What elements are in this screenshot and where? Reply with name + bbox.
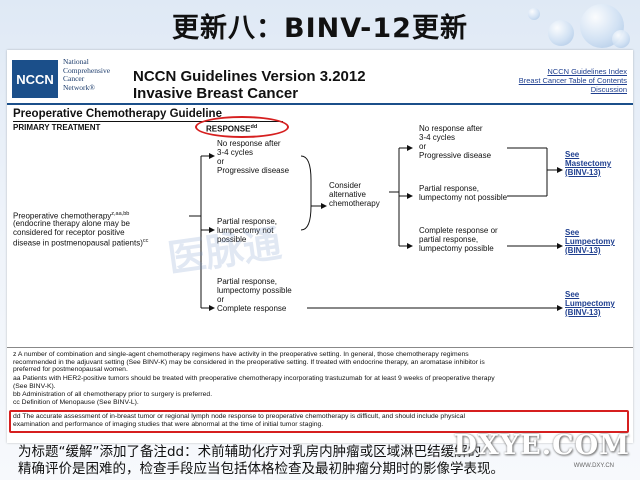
link-table-of-contents[interactable]: Breast Cancer Table of Contents xyxy=(518,76,627,85)
out3-line: lumpectomy possible xyxy=(419,244,494,253)
see-lumpectomy-link-2[interactable]: Lumpectomy xyxy=(565,299,615,308)
see-mastectomy-link[interactable]: See xyxy=(565,150,580,159)
resp1-line: No response after xyxy=(217,139,281,148)
col-primary-treatment: PRIMARY TREATMENT xyxy=(13,123,101,132)
flow-connectors xyxy=(189,145,563,311)
primary-treatment-line3: considered for receptor positive xyxy=(13,228,125,237)
primary-treatment-line4: disease in postmenopausal patients)cc xyxy=(13,237,148,248)
primary-treatment-line1: Preoperative chemotherapyz,aa,bb xyxy=(13,210,129,221)
consider-line: alternative xyxy=(329,190,366,199)
out3-line: partial response, xyxy=(419,235,479,244)
decor-bubble xyxy=(612,30,630,48)
footnote-z: z A number of combination and single-age… xyxy=(13,351,485,373)
resp2-line: Partial response, xyxy=(217,217,278,226)
caption-line-2: 精确评价是困难的，检查手段应当包括体格检查及最初肿瘤分期时的影像学表现。 xyxy=(18,461,504,477)
out1-line: 3-4 cycles xyxy=(419,133,456,142)
resp3-line: lumpectomy possible xyxy=(217,286,292,295)
section-underline xyxy=(13,121,283,122)
resp1-line: or xyxy=(217,157,225,166)
see-mastectomy-link[interactable]: (BINV-13) xyxy=(565,168,601,177)
resp2-line: lumpectomy not xyxy=(217,226,274,235)
footnote-cc: cc Definition of Menopause (See BINV-L). xyxy=(13,399,139,406)
resp1-line: Progressive disease xyxy=(217,166,290,175)
brand-url: WWW.DXY.CN xyxy=(573,463,614,469)
see-lumpectomy-link-2[interactable]: See xyxy=(565,290,580,299)
footnote-bb: bb Administration of all chemotherapy pr… xyxy=(13,391,213,398)
out1-line: Progressive disease xyxy=(419,151,492,160)
out2-line: Partial response, xyxy=(419,184,480,193)
guideline-topic: Invasive Breast Cancer xyxy=(133,85,299,102)
see-lumpectomy-link-2[interactable]: (BINV-13) xyxy=(565,308,601,317)
consider-line: chemotherapy xyxy=(329,199,380,208)
highlight-oval xyxy=(195,116,289,138)
nccn-logo-text: National Comprehensive Cancer Network® xyxy=(63,57,111,92)
link-discussion[interactable]: Discussion xyxy=(590,85,627,94)
header-divider xyxy=(7,103,633,105)
primary-text: disease in postmenopausal patients) xyxy=(13,238,143,248)
resp3-line: Complete response xyxy=(217,304,287,313)
footnote-dd-highlight xyxy=(9,410,629,433)
link-guidelines-index[interactable]: NCCN Guidelines Index xyxy=(547,67,627,76)
primary-sup: cc xyxy=(142,238,149,244)
decor-bubble xyxy=(528,8,540,20)
section-title: Preoperative Chemotherapy Guideline xyxy=(13,108,222,120)
see-mastectomy-link[interactable]: Mastectomy xyxy=(565,159,612,168)
out3-line: Complete response or xyxy=(419,226,498,235)
see-lumpectomy-link-1[interactable]: (BINV-13) xyxy=(565,246,601,255)
guideline-document: NCCN National Comprehensive Cancer Netwo… xyxy=(7,50,633,443)
primary-treatment-line2: (endocrine therapy alone may be xyxy=(13,219,130,228)
decor-bubble xyxy=(548,20,574,46)
footnote-aa: aa Patients with HER2-positive tumors sh… xyxy=(13,375,495,390)
out1-line: No response after xyxy=(419,124,483,133)
resp3-line: or xyxy=(217,295,225,304)
see-lumpectomy-link-1[interactable]: See xyxy=(565,228,580,237)
out1-line: or xyxy=(419,142,427,151)
slide-title: 更新八：BINV-12更新 xyxy=(172,13,468,44)
resp1-line: 3-4 cycles xyxy=(217,148,254,157)
header-links: NCCN Guidelines Index Breast Cancer Tabl… xyxy=(519,67,627,94)
brand-logo: DXYE.COM xyxy=(453,430,630,461)
resp3-line: Partial response, xyxy=(217,277,278,286)
primary-sup: z,aa,bb xyxy=(111,211,130,217)
footnote-dd: dd The accurate assessment of in-breast … xyxy=(13,413,465,428)
resp2-line: possible xyxy=(217,235,247,244)
out2-line: lumpectomy not possible xyxy=(419,193,508,202)
see-lumpectomy-link-1[interactable]: Lumpectomy xyxy=(565,237,615,246)
guideline-version: NCCN Guidelines Version 3.2012 xyxy=(133,68,366,85)
primary-text: Preoperative chemotherapy xyxy=(13,211,112,221)
consider-line: Consider xyxy=(329,181,362,190)
nccn-logo: NCCN xyxy=(12,60,58,98)
caption: 为标题“缓解”添加了备注dd：术前辅助化疗对乳房内肿瘤或区域淋巴结缓解的 精确评… xyxy=(0,443,640,480)
footnote-divider xyxy=(7,347,633,348)
caption-line-1: 为标题“缓解”添加了备注dd：术前辅助化疗对乳房内肿瘤或区域淋巴结缓解的 xyxy=(18,444,482,460)
